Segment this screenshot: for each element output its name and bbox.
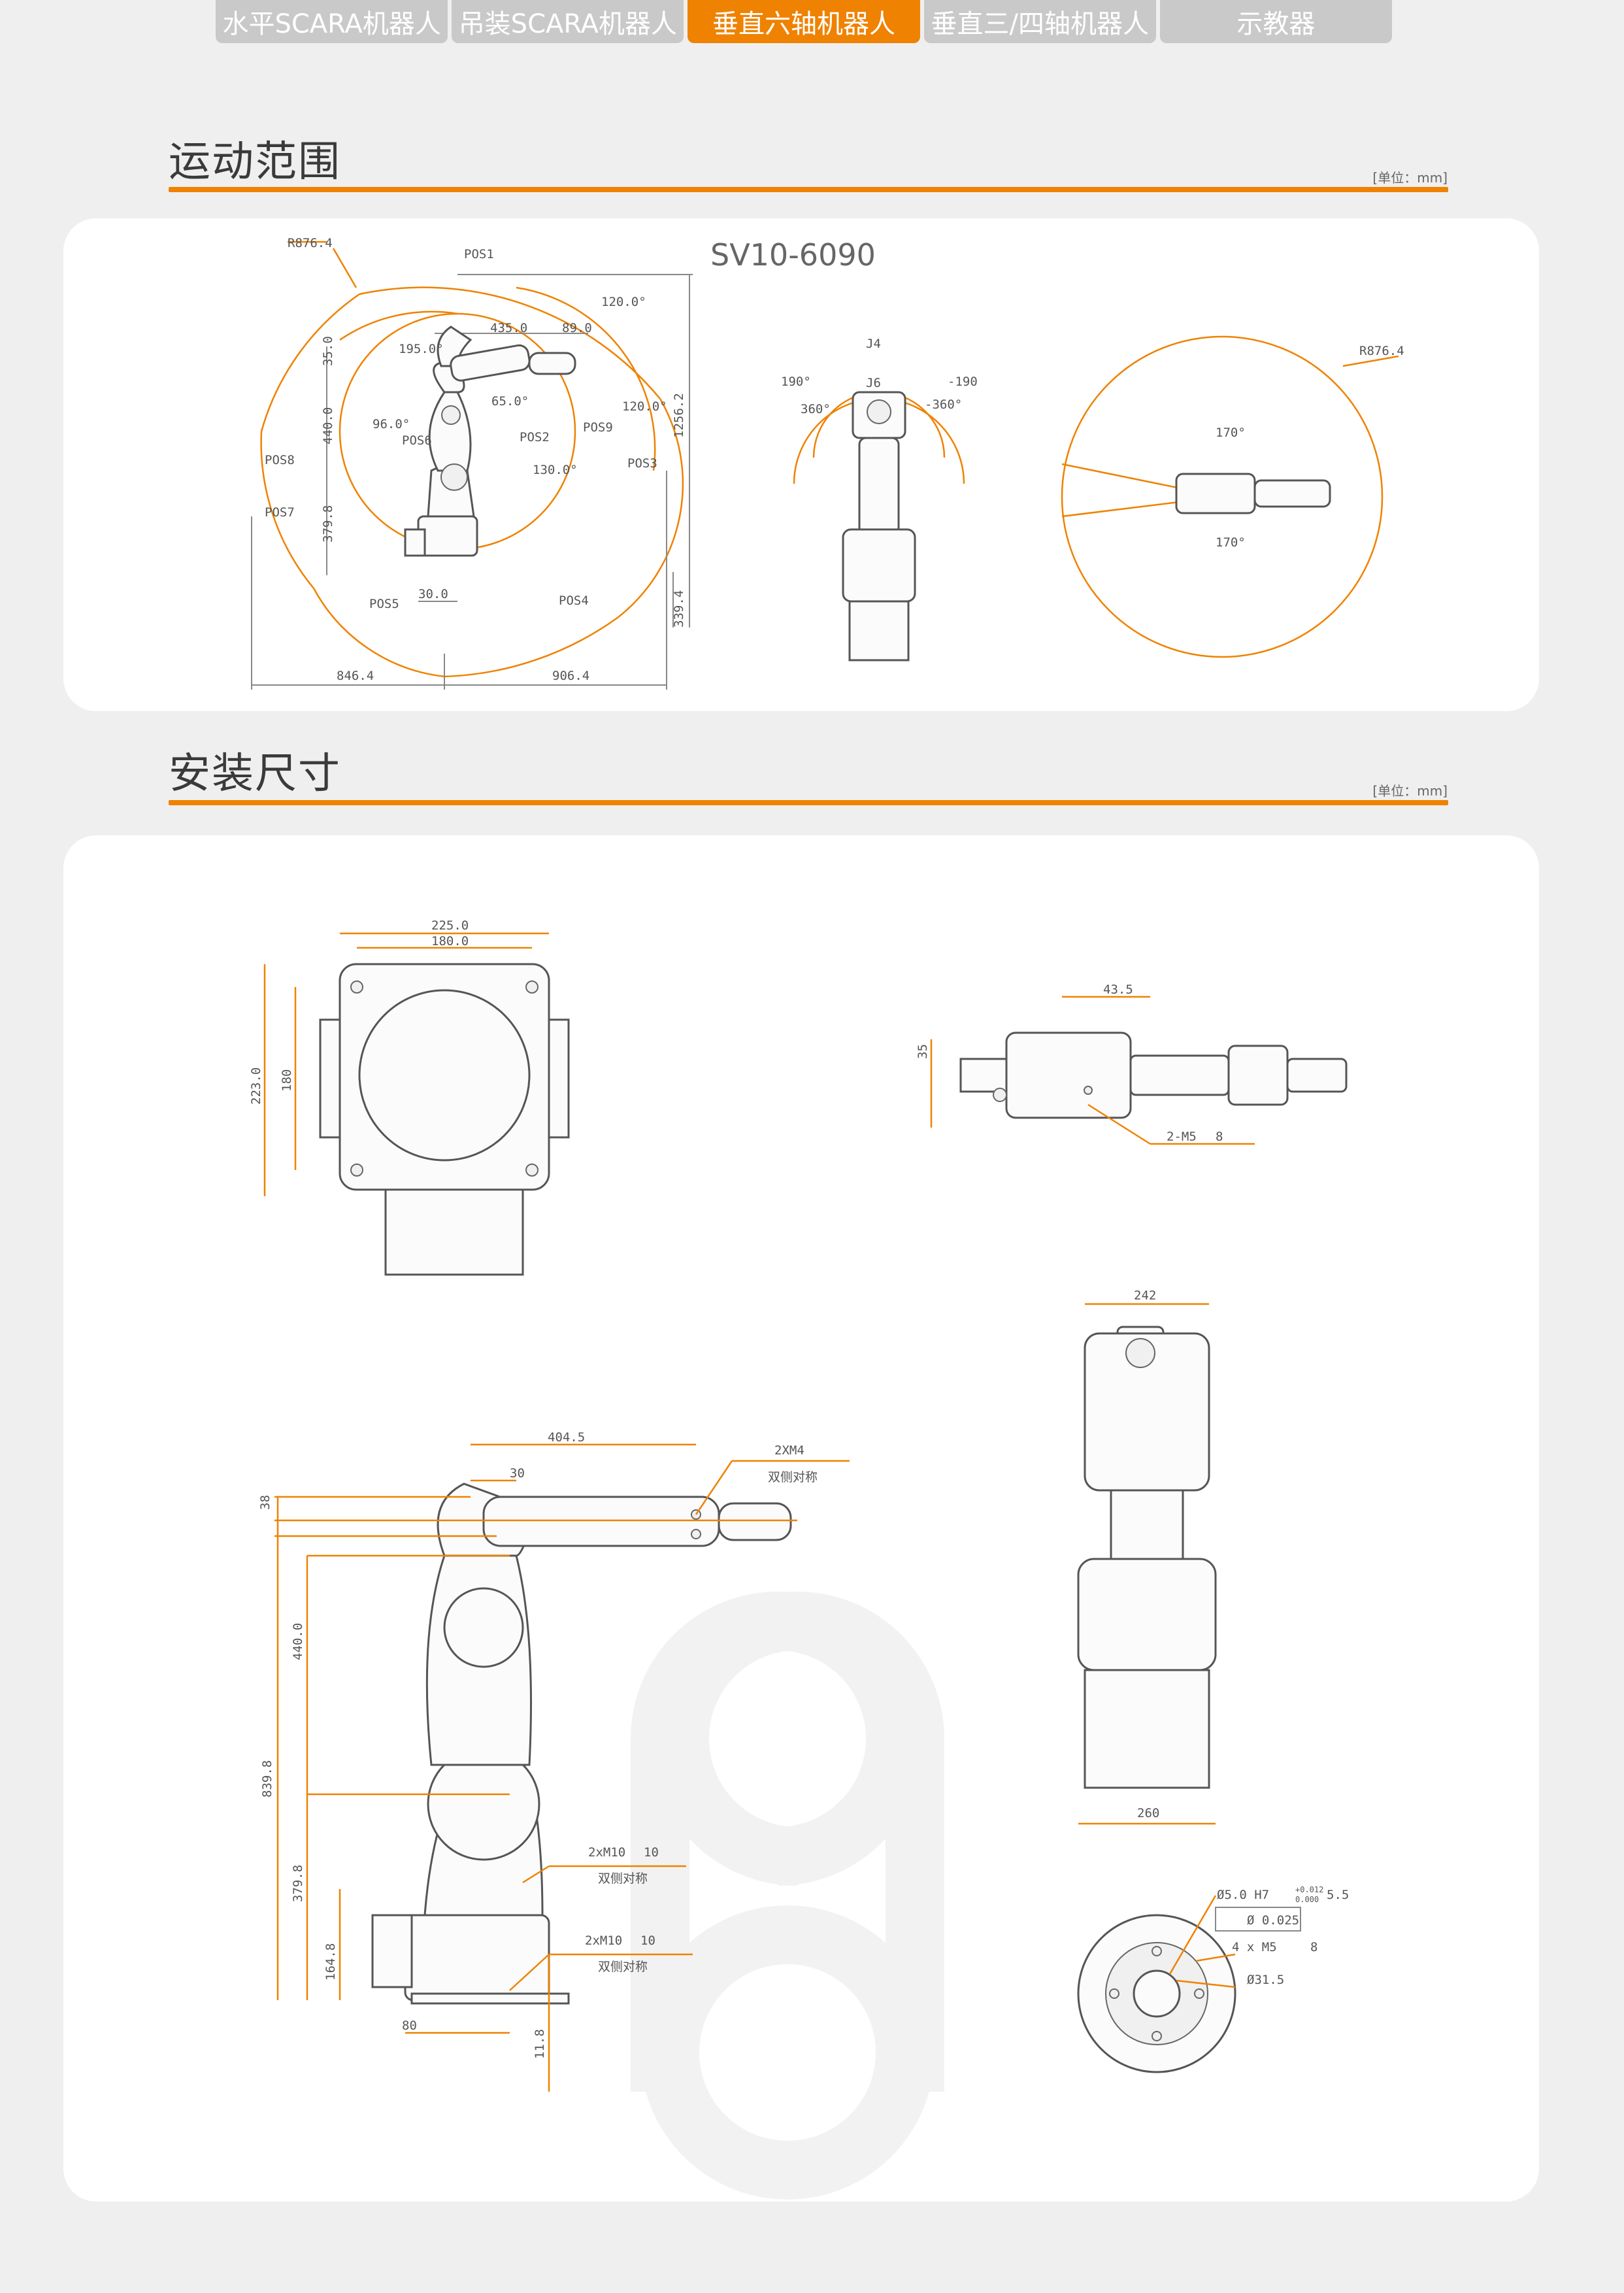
tab-vertical-six-axis[interactable]: 垂直六轴机器人: [688, 0, 920, 43]
svg-text:96.0°: 96.0°: [373, 417, 410, 431]
svg-text:164.8: 164.8: [323, 1943, 338, 1981]
svg-text:35: 35: [916, 1044, 930, 1059]
tab-vertical-three-four-axis[interactable]: 垂直三/四轴机器人: [923, 0, 1156, 43]
robot-side-view: 404.5 30 38 2XM4 双侧对称 440.0 839.8 379.8 …: [258, 1430, 850, 2092]
svg-text:360°: 360°: [801, 402, 831, 416]
svg-text:180: 180: [280, 1069, 294, 1092]
svg-text:POS1: POS1: [464, 247, 494, 261]
svg-text:35.0: 35.0: [321, 336, 335, 366]
motion-range-panel: R876.4 POS1 POS2 POS3 POS4 POS5 POS6 POS…: [63, 218, 1539, 711]
svg-text:195.0°: 195.0°: [399, 342, 444, 356]
svg-text:4 x M5: 4 x M5: [1232, 1940, 1277, 1954]
svg-text:89.0: 89.0: [562, 321, 592, 335]
svg-text:J6: J6: [866, 376, 881, 390]
svg-text:2XM4: 2XM4: [774, 1443, 804, 1458]
svg-text:Ø 0.025: Ø 0.025: [1247, 1913, 1299, 1928]
svg-text:120.0°: 120.0°: [601, 295, 646, 309]
tab-horizontal-scara[interactable]: 水平SCARA机器人: [216, 0, 448, 43]
svg-text:440.0: 440.0: [321, 407, 335, 444]
watermark-logo: [631, 1592, 944, 2200]
svg-text:POS4: POS4: [559, 594, 589, 608]
installation-panel: 225.0 180.0 223.0 180 43.5 35 2-M5 8: [63, 835, 1539, 2201]
svg-text:440.0: 440.0: [291, 1623, 305, 1660]
svg-text:379.8: 379.8: [291, 1865, 305, 1902]
svg-text:+0.012: +0.012: [1295, 1885, 1323, 1894]
svg-text:双侧对称: 双侧对称: [598, 1960, 648, 1974]
svg-text:POS7: POS7: [265, 505, 295, 520]
motion-range-drawing: R876.4 POS1 POS2 POS3 POS4 POS5 POS6 POS…: [251, 236, 1404, 690]
robot-front-view: 242 260: [1077, 1288, 1217, 1825]
section-title-motion-range: 运动范围: [169, 138, 341, 186]
svg-text:223.0: 223.0: [249, 1067, 263, 1105]
svg-text:38: 38: [258, 1495, 273, 1510]
svg-text:260: 260: [1137, 1806, 1159, 1820]
svg-text:2-M5: 2-M5: [1167, 1130, 1197, 1144]
svg-text:10: 10: [644, 1845, 659, 1860]
svg-text:170°: 170°: [1216, 426, 1246, 440]
unit-label-motion: [单位：mm]: [1372, 170, 1448, 186]
svg-text:POS5: POS5: [369, 597, 399, 611]
svg-text:180.0: 180.0: [431, 934, 469, 948]
section-rule: [169, 187, 1448, 192]
svg-text:906.4: 906.4: [552, 669, 589, 683]
top-view: R876.4 170° 170°: [1061, 335, 1404, 658]
svg-text:POS3: POS3: [627, 456, 657, 471]
model-title: SV10-6090: [710, 237, 876, 273]
section-title-installation: 安装尺寸: [169, 750, 341, 798]
flange-detail: Ø5.0 H7 +0.012 0.000 5.5 Ø 0.025 4 x M5 …: [1077, 1885, 1349, 2073]
svg-text:Ø5.0 H7: Ø5.0 H7: [1217, 1888, 1269, 1902]
svg-text:2xM10: 2xM10: [585, 1933, 622, 1948]
svg-text:J4: J4: [866, 337, 881, 351]
unit-label-install: [单位：mm]: [1372, 783, 1448, 799]
svg-text:8: 8: [1216, 1130, 1223, 1144]
svg-text:0.000: 0.000: [1295, 1895, 1319, 1904]
svg-text:POS8: POS8: [265, 453, 295, 467]
svg-text:双侧对称: 双侧对称: [598, 1871, 648, 1886]
installation-drawing: 225.0 180.0 223.0 180 43.5 35 2-M5 8: [249, 918, 1349, 2200]
svg-text:120.0°: 120.0°: [622, 399, 667, 414]
svg-text:242: 242: [1134, 1288, 1156, 1303]
svg-text:5.5: 5.5: [1327, 1888, 1349, 1902]
tab-hanging-scara[interactable]: 吊装SCARA机器人: [452, 0, 684, 43]
svg-text:130.0°: 130.0°: [533, 463, 578, 477]
svg-text:30: 30: [510, 1466, 525, 1481]
svg-text:POS2: POS2: [520, 430, 550, 444]
svg-text:11.8: 11.8: [533, 2029, 547, 2059]
svg-text:80: 80: [402, 2018, 417, 2033]
svg-text:65.0°: 65.0°: [491, 394, 529, 409]
svg-text:POS6: POS6: [402, 433, 432, 448]
svg-text:846.4: 846.4: [337, 669, 374, 683]
side-view-robot: [404, 326, 576, 557]
side-view-labels: R876.4 POS1 POS2 POS3 POS4 POS5 POS6 POS…: [265, 236, 686, 683]
svg-text:Ø31.5: Ø31.5: [1247, 1973, 1284, 1987]
svg-text:-190: -190: [948, 375, 978, 389]
svg-text:43.5: 43.5: [1103, 982, 1133, 997]
svg-text:8: 8: [1310, 1940, 1317, 1954]
svg-text:190°: 190°: [781, 375, 811, 389]
svg-text:R876.4: R876.4: [288, 236, 333, 250]
category-tabs: 水平SCARA机器人 吊装SCARA机器人 垂直六轴机器人 垂直三/四轴机器人 …: [216, 0, 1393, 43]
arm-top-view: 43.5 35 2-M5 8: [916, 982, 1348, 1145]
svg-text:30.0: 30.0: [418, 587, 448, 601]
svg-text:339.4: 339.4: [672, 590, 686, 628]
svg-text:10: 10: [640, 1933, 655, 1948]
tab-teach-pendant[interactable]: 示教器: [1159, 0, 1393, 43]
svg-text:双侧对称: 双侧对称: [768, 1470, 818, 1484]
svg-text:POS9: POS9: [583, 420, 613, 435]
base-top-view: 225.0 180.0 223.0 180: [249, 918, 570, 1276]
side-view-envelope: [251, 241, 693, 690]
svg-text:-360°: -360°: [925, 397, 962, 412]
svg-text:1256.2: 1256.2: [672, 393, 686, 438]
svg-text:379.8: 379.8: [321, 505, 335, 543]
svg-text:404.5: 404.5: [548, 1430, 585, 1445]
svg-text:435.0: 435.0: [490, 321, 527, 335]
front-view: J4 J6 190° -190 360° -360°: [781, 337, 978, 661]
svg-text:R876.4: R876.4: [1359, 344, 1404, 358]
svg-text:170°: 170°: [1216, 535, 1246, 550]
section-rule: [169, 800, 1448, 805]
svg-text:225.0: 225.0: [431, 918, 469, 933]
svg-text:839.8: 839.8: [260, 1760, 274, 1798]
svg-text:2xM10: 2xM10: [588, 1845, 625, 1860]
